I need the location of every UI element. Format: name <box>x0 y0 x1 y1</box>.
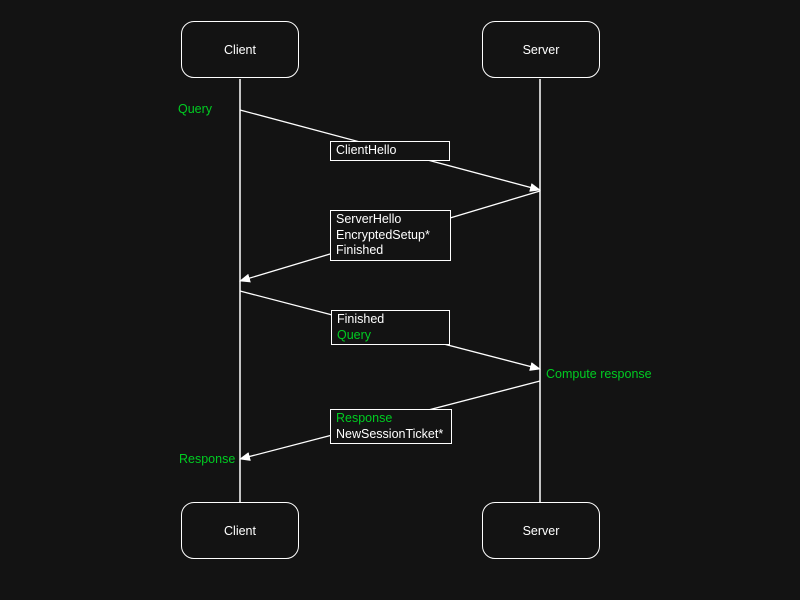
message-text: ClientHello <box>336 143 397 157</box>
actor-label: Client <box>224 523 256 538</box>
message-text: ServerHello <box>336 212 402 226</box>
annotation-compute-response: Compute response <box>546 367 652 381</box>
actor-label: Client <box>224 42 256 57</box>
message-text: Finished <box>337 312 385 326</box>
actor-label: Server <box>522 42 560 57</box>
message-text: NewSessionTicket* <box>336 426 444 441</box>
actor-server-bottom: Server <box>482 502 600 559</box>
message-text: Finished <box>336 243 384 257</box>
message-text-highlighted: Query <box>337 327 372 342</box>
actor-client-top: Client <box>181 21 299 78</box>
annotation-response: Response <box>179 452 236 466</box>
message-label-finished-query: Finished Query <box>331 310 450 345</box>
actor-server-top: Server <box>482 21 600 78</box>
actor-client-bottom: Client <box>181 502 299 559</box>
message-text-highlighted: Response <box>336 411 393 425</box>
message-label-response-ticket: Response NewSessionTicket* <box>330 409 452 444</box>
annotation-query: Query <box>178 102 213 116</box>
message-label-serverhello: ServerHello EncryptedSetup* Finished <box>330 210 451 261</box>
actor-label: Server <box>522 523 560 538</box>
message-label-clienthello: ClientHello <box>330 141 450 161</box>
message-text: EncryptedSetup* <box>336 227 430 242</box>
